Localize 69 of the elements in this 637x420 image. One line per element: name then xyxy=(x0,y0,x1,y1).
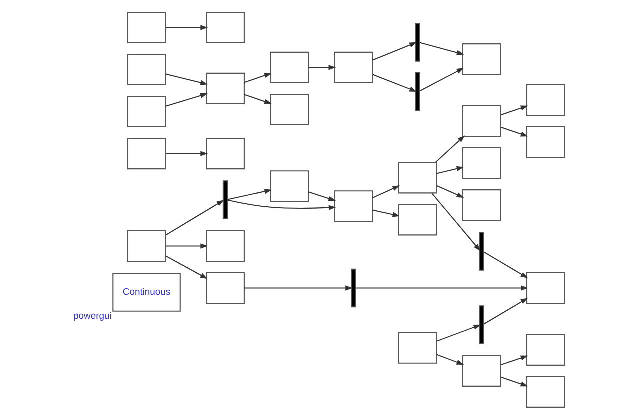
arrow xyxy=(484,252,528,278)
arrow xyxy=(166,25,208,30)
arrow xyxy=(372,42,418,61)
node-box xyxy=(206,272,245,304)
node-box xyxy=(127,12,166,44)
node-box xyxy=(206,138,245,170)
node-box xyxy=(127,230,166,262)
arrow xyxy=(166,256,208,280)
arrow xyxy=(436,324,482,342)
arrow xyxy=(166,93,208,107)
node-box xyxy=(334,52,374,84)
node-box xyxy=(127,138,166,170)
arrow xyxy=(484,298,528,325)
node-box xyxy=(526,126,566,158)
node-box xyxy=(462,355,502,387)
arrow xyxy=(372,210,400,218)
node-box xyxy=(127,96,166,128)
arrow xyxy=(372,74,418,92)
node-box xyxy=(526,272,566,304)
node-bar xyxy=(479,306,484,344)
node-box xyxy=(398,332,438,364)
node-box xyxy=(127,54,166,86)
arrow xyxy=(166,74,208,86)
node-box xyxy=(334,190,374,222)
node-bar xyxy=(351,268,356,308)
node-bar xyxy=(222,180,228,220)
arrow xyxy=(436,354,464,366)
node-box xyxy=(526,376,566,408)
arrow xyxy=(500,376,528,387)
arrow xyxy=(244,286,353,291)
node-bar xyxy=(415,23,420,62)
node-box xyxy=(206,230,245,262)
arrow xyxy=(420,68,464,92)
arrow xyxy=(500,106,528,116)
arrow xyxy=(436,185,464,198)
arrow xyxy=(308,65,336,70)
arrow xyxy=(166,200,224,236)
node-box xyxy=(206,72,245,104)
arrow xyxy=(436,166,464,174)
node-box xyxy=(206,12,245,44)
node-box xyxy=(270,52,310,84)
arrow xyxy=(372,186,400,199)
arrow xyxy=(356,286,528,291)
node-bar xyxy=(479,232,484,271)
node-box xyxy=(462,44,502,76)
arrow xyxy=(228,200,336,210)
node-box xyxy=(270,170,310,202)
arrow xyxy=(166,244,208,249)
arrow xyxy=(308,192,336,202)
node-label: powergui xyxy=(74,310,112,322)
arrow xyxy=(166,151,208,156)
node-box xyxy=(462,190,502,222)
node-box: Continuous xyxy=(112,273,181,312)
arrow xyxy=(228,189,272,200)
arrow xyxy=(420,42,464,56)
node-box xyxy=(270,94,310,126)
node-box xyxy=(526,334,566,366)
node-box xyxy=(398,204,438,236)
node-box xyxy=(526,84,566,116)
node-box xyxy=(462,106,502,137)
arrow xyxy=(244,94,272,104)
arrow xyxy=(500,356,528,366)
arrow xyxy=(432,193,481,252)
node-bar xyxy=(415,72,420,112)
node-box xyxy=(462,148,502,180)
arrow xyxy=(435,136,466,163)
node-box xyxy=(398,162,438,194)
arrow xyxy=(244,73,272,84)
arrow xyxy=(500,126,528,137)
